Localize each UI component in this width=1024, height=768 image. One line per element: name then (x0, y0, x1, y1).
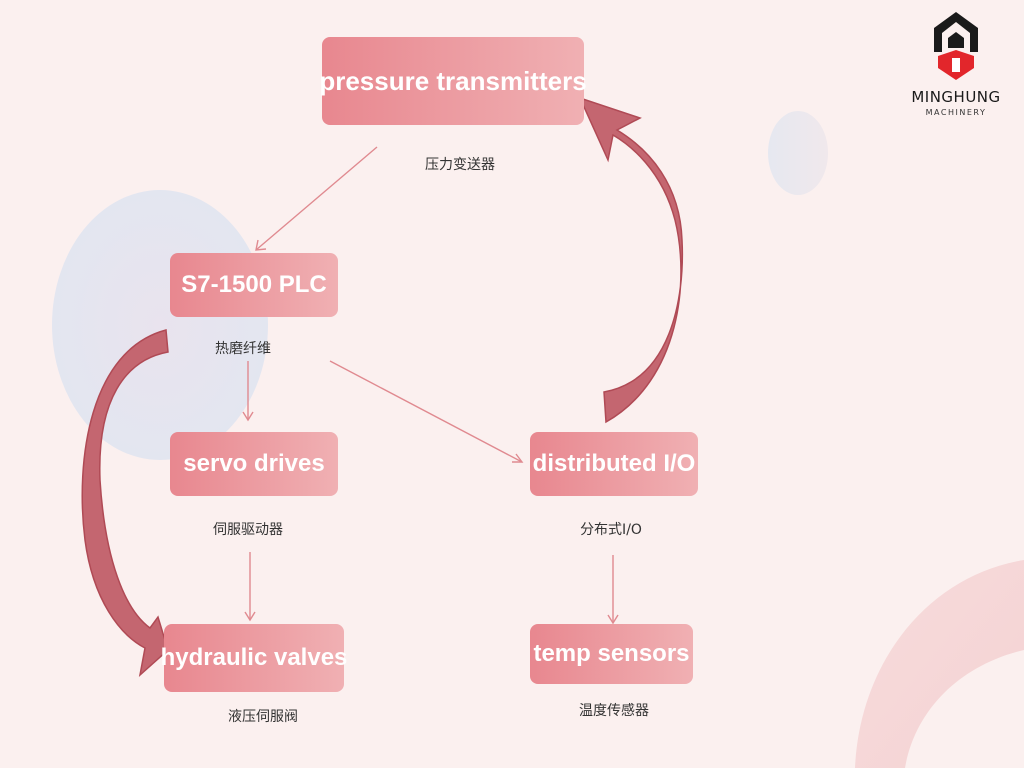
node-label: distributed I/O (532, 450, 696, 477)
node-sublabel: 温度传感器 (579, 703, 649, 719)
node-sublabel: 分布式I/O (580, 522, 642, 538)
node-servo-drives: servo drives (170, 432, 338, 496)
node-hydraulic-valves: hydraulic valves (161, 624, 347, 692)
node-pressure-transmitters: pressure transmitters (319, 37, 587, 125)
node-sublabel: 液压伺服阀 (228, 709, 298, 725)
edge-pressure-to-plc (255, 146, 378, 251)
edge-dio-to-temp-head (607, 614, 619, 625)
node-s7-1500-plc: S7-1500 PLC (170, 253, 338, 317)
decor-blob-right (768, 111, 828, 195)
decor-blob-left (52, 190, 268, 460)
minghung-logo-icon (934, 12, 978, 80)
node-temp-sensors: temp sensors (530, 624, 693, 684)
node-label: hydraulic valves (160, 644, 348, 671)
node-sublabel: 压力变送器 (425, 157, 495, 173)
edge-pressure-to-plc-head (255, 239, 267, 251)
node-label: servo drives (183, 450, 325, 477)
edge-plc-to-dio (329, 360, 523, 463)
node-label: pressure transmitters (319, 65, 587, 96)
node-label: S7-1500 PLC (181, 271, 327, 298)
decor-ring (855, 560, 1024, 768)
block-arrow-plc-to-hydraulic (81, 329, 169, 678)
node-distributed-io: distributed I/O (530, 432, 698, 496)
edge-plc-to-servo-head (242, 411, 254, 422)
node-label: temp sensors (533, 640, 690, 667)
brand-subtitle: MACHINERY (925, 108, 987, 117)
node-sublabel: 伺服驱动器 (213, 522, 283, 538)
brand-name: MINGHUNG (911, 88, 1001, 106)
block-arrow-dio-to-pressure (578, 96, 684, 424)
edge-servo-to-hydraulic-head (244, 611, 256, 622)
node-sublabel: 热磨纤维 (215, 341, 271, 357)
edge-plc-to-dio-head (512, 453, 524, 463)
